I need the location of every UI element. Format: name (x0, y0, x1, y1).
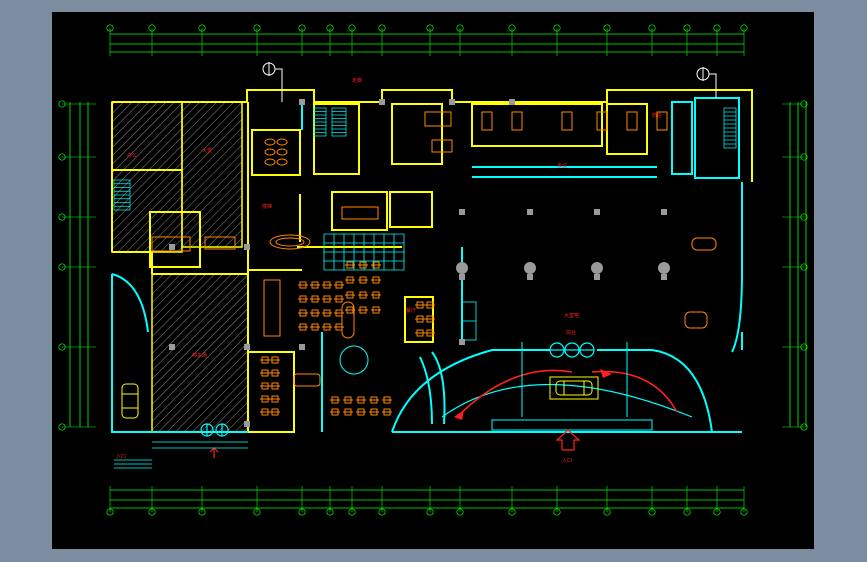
label-reception: 前台 (566, 329, 576, 336)
driveway (441, 342, 693, 431)
revolving-doors (200, 342, 595, 437)
entrance-arrow-icon (209, 429, 581, 458)
stairs (113, 107, 737, 211)
label-corridor: 走廊 (352, 77, 362, 84)
entrance-steps (114, 441, 248, 469)
glass-grid-block (323, 233, 477, 341)
label-stair: 楼梯 (262, 203, 272, 210)
label-office: 办公 (127, 152, 137, 159)
north-arrow-left (262, 62, 283, 102)
car-icons (121, 380, 593, 419)
structural-columns (169, 99, 670, 427)
axis-bubbles (58, 24, 808, 516)
label-store: 商店 (652, 112, 662, 119)
label-entrance-left: 入口 (116, 454, 126, 460)
room-labels: 大堂 停车场 办公 大堂吧 前台 走廊 楼梯 商店 会议 餐厅 入口 入口 (116, 77, 662, 464)
label-lobby-lounge: 大堂吧 (564, 312, 579, 319)
label-main-hall: 大堂 (202, 147, 212, 154)
cad-drawing-canvas[interactable]: 大堂 停车场 办公 大堂吧 前台 走廊 楼梯 商店 会议 餐厅 入口 入口 (52, 12, 814, 549)
furniture (151, 111, 717, 416)
walls (111, 89, 753, 433)
glass-facade (111, 97, 743, 433)
label-entrance: 入口 (562, 458, 572, 464)
label-meeting: 会议 (557, 162, 567, 169)
floor-plan-svg: 大堂 停车场 办公 大堂吧 前台 走廊 楼梯 商店 会议 餐厅 入口 入口 (58, 24, 808, 516)
label-restaurant: 餐厅 (406, 307, 416, 314)
north-arrow-right (696, 67, 717, 98)
dimension-grid (69, 33, 807, 509)
label-parking-lot: 停车场 (192, 352, 207, 359)
